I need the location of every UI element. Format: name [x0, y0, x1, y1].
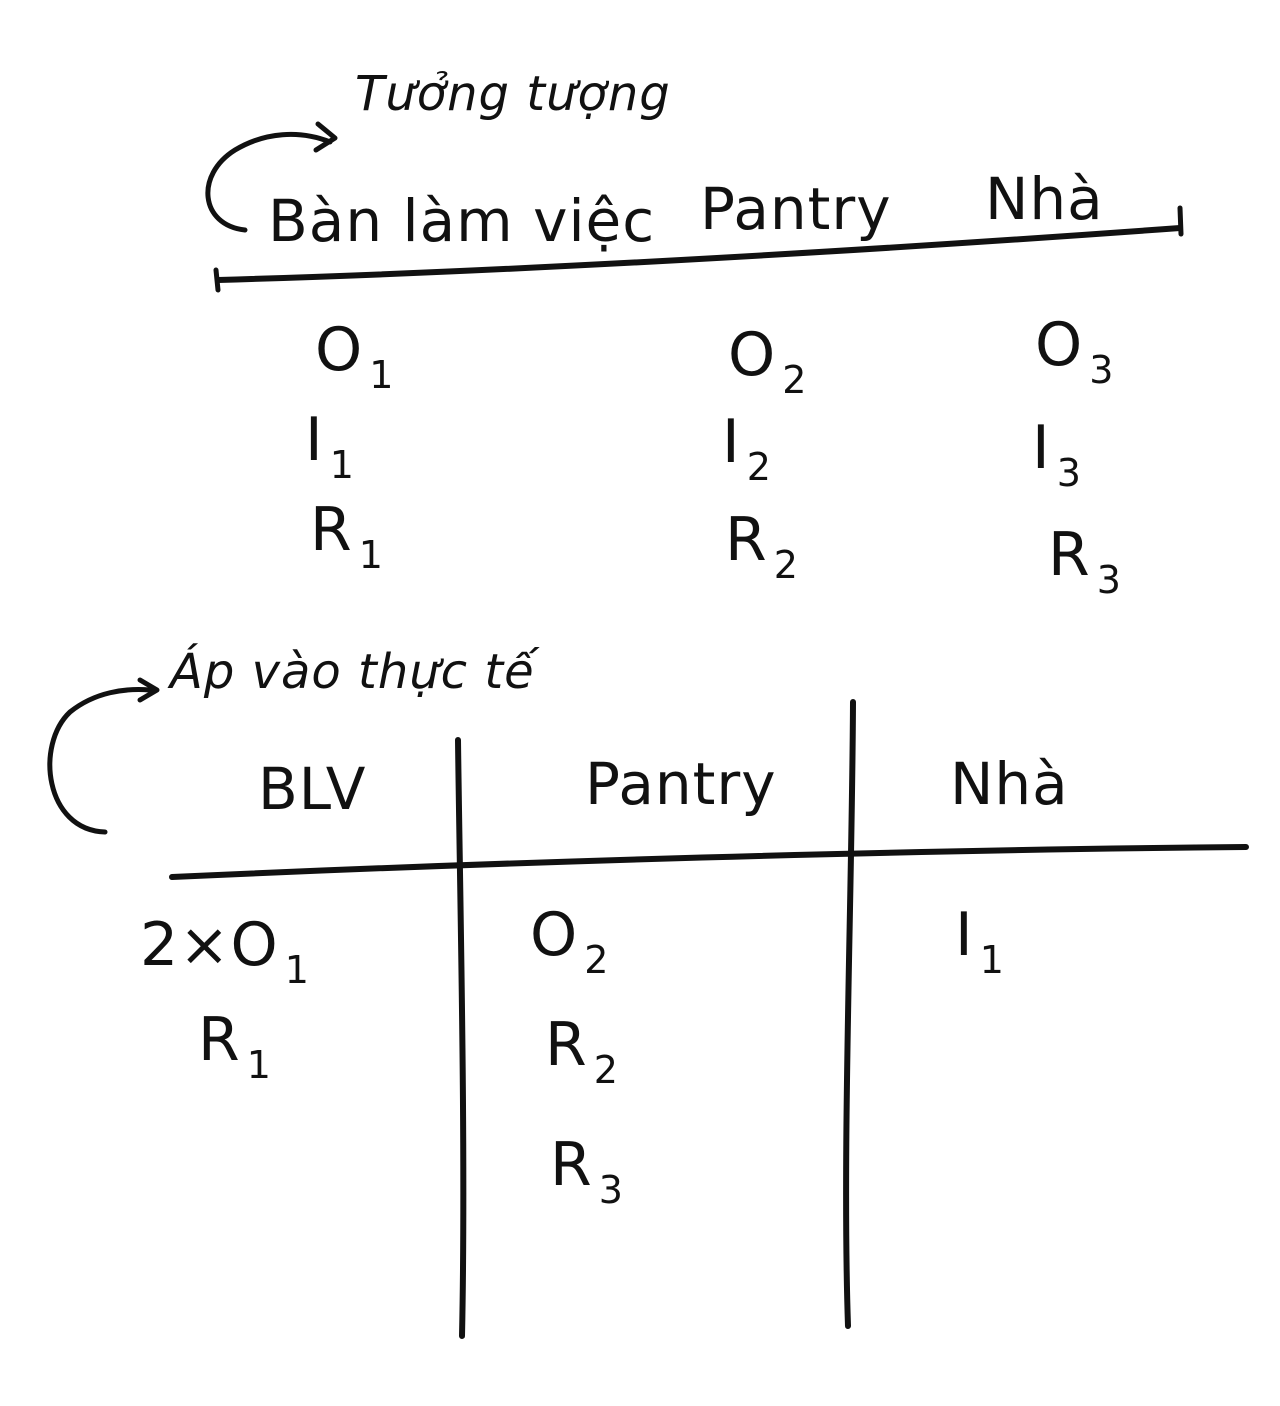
theory-rule-left-tick [213, 267, 221, 293]
practice-divider-2 [843, 699, 856, 1329]
imagine-note: Tưởng tượng [355, 66, 671, 122]
imagine-curved-arrow [205, 132, 333, 233]
practice-header-home: Nhà [950, 750, 1069, 818]
practice-curved-arrow [47, 687, 153, 835]
theory-rule-right-tick [1177, 205, 1184, 237]
practice-header-blv: BLV [258, 755, 367, 823]
imagine-arrow-head [313, 121, 338, 153]
theory-header-pantry: Pantry [700, 175, 892, 243]
practice-note: Áp vào thực tế [170, 644, 535, 700]
practice-header-pantry: Pantry [585, 750, 777, 818]
practice-arrow-head [137, 677, 160, 703]
theory-header-home: Nhà [985, 165, 1104, 233]
practice-divider-1 [455, 737, 467, 1339]
theory-header-rule [215, 225, 1183, 283]
theory-header-desk: Bàn làm việc [268, 187, 656, 255]
practice-header-rule [169, 844, 1249, 880]
